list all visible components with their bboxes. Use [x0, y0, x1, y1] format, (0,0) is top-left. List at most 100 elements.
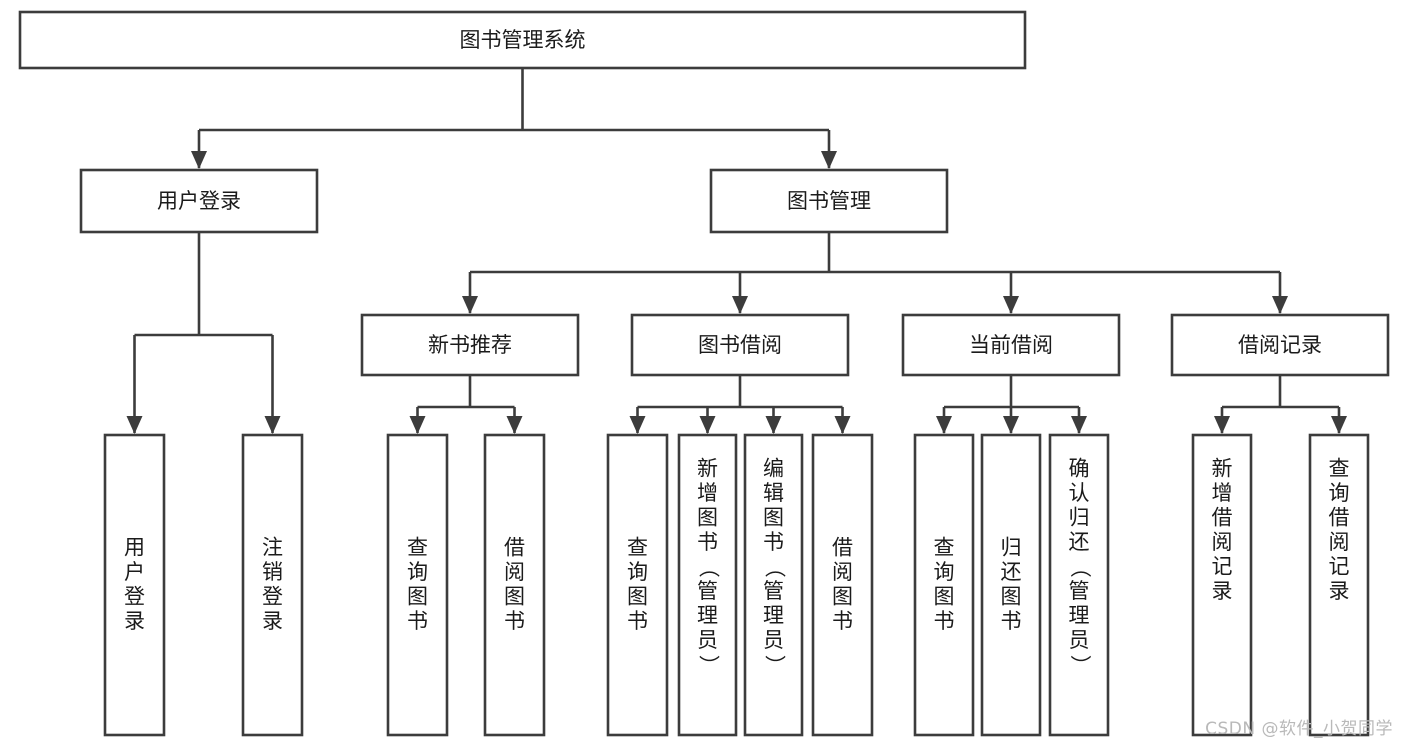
node-label-char: 管: [763, 579, 784, 603]
node-user-login[interactable]: 用户登录: [79, 168, 319, 234]
node-label-char: 户: [124, 560, 145, 584]
watermark-label: CSDN @软件_小贺同学: [1205, 719, 1393, 739]
node-label-char: 理: [697, 603, 718, 627]
node-label-char: 还: [1069, 530, 1090, 554]
node-label-char: 阅: [832, 560, 853, 584]
node-label-char: 录: [1329, 579, 1350, 603]
node-leaf-user-login[interactable]: 用户登录: [103, 433, 166, 737]
node-book-borrow[interactable]: 图书借阅: [630, 313, 850, 377]
node-box-new-book-rec[interactable]: [360, 313, 580, 377]
node-box-leaf-query-book-c[interactable]: [913, 433, 975, 737]
node-box-root[interactable]: [18, 10, 1027, 70]
node-label-char: 录: [262, 609, 283, 633]
node-new-book-rec[interactable]: 新书推荐: [360, 313, 580, 377]
node-label-current-borrow: 当前借阅: [969, 333, 1053, 357]
node-box-leaf-query-book-b[interactable]: [606, 433, 669, 737]
node-label-char: 书: [763, 530, 784, 554]
node-label-char: ）: [763, 655, 787, 676]
node-label-char: 管: [1069, 579, 1090, 603]
node-box-borrow-record[interactable]: [1170, 313, 1390, 377]
node-box-leaf-query-book-rec[interactable]: [386, 433, 449, 737]
node-current-borrow[interactable]: 当前借阅: [901, 313, 1121, 377]
node-label-char: 书: [504, 609, 525, 633]
node-label-char: 阅: [504, 560, 525, 584]
node-label-char: ）: [697, 655, 721, 676]
arrow-head-icon: [821, 151, 837, 169]
node-label-char: 阅: [1329, 530, 1350, 554]
arrow-head-icon: [126, 416, 143, 434]
node-label-char: 增: [1212, 481, 1233, 505]
node-label-char: 查: [627, 535, 648, 559]
arrow-head-icon: [264, 416, 281, 434]
node-box-leaf-user-login[interactable]: [103, 433, 166, 737]
arrow-head-icon: [699, 416, 716, 434]
node-label-char: 理: [1069, 603, 1090, 627]
node-label-char: 登: [262, 584, 283, 608]
connector-lines-layer: [126, 68, 1347, 434]
node-label-char: 注: [262, 535, 283, 559]
node-label-user-login: 用户登录: [157, 189, 241, 213]
node-label-char: 辑: [763, 481, 784, 505]
node-label-char: 确: [1069, 456, 1090, 480]
node-label-char: 查: [1329, 456, 1350, 480]
node-borrow-record[interactable]: 借阅记录: [1170, 313, 1390, 377]
arrow-head-icon: [506, 416, 523, 434]
node-root[interactable]: 图书管理系统: [18, 10, 1027, 70]
node-box-book-borrow[interactable]: [630, 313, 850, 377]
node-box-leaf-logout[interactable]: [241, 433, 304, 737]
node-box-leaf-query-record[interactable]: [1308, 433, 1370, 737]
node-label-char: 书: [934, 609, 955, 633]
node-label-char: 书: [832, 609, 853, 633]
arrow-head-icon: [1003, 416, 1019, 434]
node-label-char: 归: [1001, 535, 1022, 559]
node-box-leaf-borrow-book-b[interactable]: [811, 433, 874, 737]
node-label-char: 记: [1329, 554, 1350, 578]
node-label-char: 图: [763, 505, 784, 529]
node-label-char: 管: [697, 579, 718, 603]
node-label-char: 销: [262, 560, 283, 584]
node-box-current-borrow[interactable]: [901, 313, 1121, 377]
node-label-char: 录: [124, 609, 145, 633]
node-label-char: 员: [1069, 628, 1090, 652]
node-box-leaf-add-book[interactable]: [677, 433, 738, 737]
arrow-head-icon: [1071, 416, 1087, 434]
diagram-nodes-layer: 图书管理系统用户登录图书管理新书推荐图书借阅当前借阅借阅记录用户登录注销登录查询…: [18, 10, 1390, 737]
arrow-head-icon: [191, 151, 207, 169]
node-label-char: 书: [1001, 609, 1022, 633]
node-label-char: 理: [763, 603, 784, 627]
node-box-user-login[interactable]: [79, 168, 319, 234]
node-label-char: （: [1068, 557, 1092, 578]
node-label-book-manage: 图书管理: [787, 189, 871, 213]
node-label-book-borrow: 图书借阅: [698, 333, 782, 357]
node-box-leaf-confirm-return[interactable]: [1048, 433, 1110, 737]
node-book-manage[interactable]: 图书管理: [709, 168, 949, 234]
node-box-leaf-return-book[interactable]: [980, 433, 1042, 737]
node-label-char: 询: [627, 560, 648, 584]
node-label-char: （: [763, 557, 787, 578]
arrow-head-icon: [1214, 416, 1230, 434]
node-box-leaf-edit-book[interactable]: [743, 433, 804, 737]
node-box-leaf-add-record[interactable]: [1191, 433, 1253, 737]
node-label-borrow-record: 借阅记录: [1238, 333, 1322, 357]
node-label-char: （: [697, 557, 721, 578]
arrow-head-icon: [1003, 296, 1019, 314]
node-label-char: 员: [697, 628, 718, 652]
node-box-book-manage[interactable]: [709, 168, 949, 234]
node-box-leaf-borrow-book-rec[interactable]: [483, 433, 546, 737]
node-label-char: 图: [627, 584, 648, 608]
node-label-char: 图: [934, 584, 955, 608]
node-label-char: 图: [832, 584, 853, 608]
